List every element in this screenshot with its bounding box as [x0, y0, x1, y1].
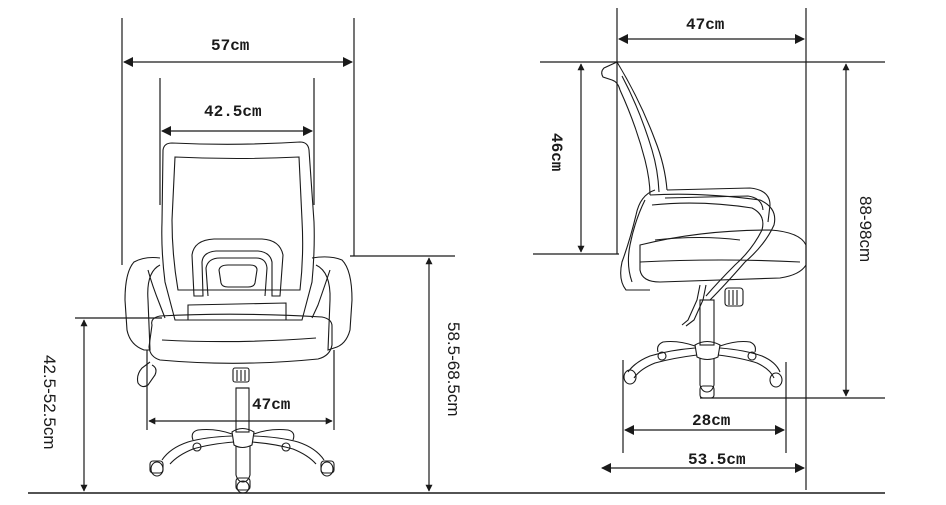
label-base-width: 47cm: [252, 396, 291, 414]
label-backrest-width: 42.5cm: [204, 103, 262, 121]
label-overall-height: 88-98cm: [856, 196, 875, 263]
label-base-depth: 53.5cm: [688, 451, 746, 469]
label-overall-width: 57cm: [211, 37, 250, 55]
label-overall-depth: 47cm: [686, 16, 725, 34]
label-backrest-height: 46cm: [547, 133, 565, 172]
label-armrest-height: 58.5-68.5cm: [444, 322, 463, 417]
label-seat-to-base: 28cm: [692, 412, 731, 430]
side-view-chair: [601, 61, 807, 399]
front-dimension-lines: [75, 18, 455, 492]
label-seat-height: 42.5-52.5cm: [40, 355, 59, 450]
front-view-chair: [124, 141, 353, 494]
